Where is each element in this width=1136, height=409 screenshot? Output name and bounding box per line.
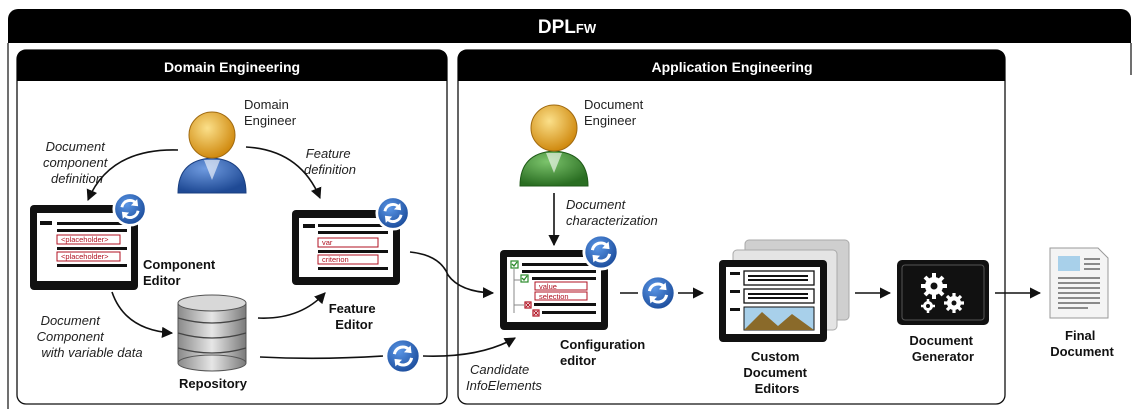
feature-editor-icon: var criterion [292,195,411,285]
framework-frame: DPLFW [7,9,1132,409]
arrow-candidate-to-configuration-editor [422,337,516,357]
arrow-component-editor-to-repository [111,291,174,338]
application-engineering-panel: Application Engineering [457,49,1006,405]
domain-engineering-panel: Domain Engineering [16,49,448,405]
configuration-editor-label: Configuration editor [560,337,649,368]
document-generator-label: Document Generator [909,333,976,364]
candidate-refresh-icon [384,337,422,375]
feature-definition-label: Feature definition [304,146,356,177]
final-document-icon [1049,247,1109,319]
configuration-editor-icon: value selection [500,233,620,330]
domain-engineer-person-icon [177,111,247,194]
candidate-infoelements-label: Candidate InfoElements [466,362,542,393]
component-editor-label: Component Editor [143,257,219,288]
component-editor-refresh-icon [112,191,148,227]
feature-editor-refresh-icon [375,195,411,231]
final-document-label: Final Document [1050,328,1114,359]
repository-database-icon [177,294,247,372]
doc-characterization-label: Document characterization [566,197,658,228]
custom-document-editors-icon [719,239,850,342]
selection-text: selection [539,292,569,301]
feature-editor-label: Feature Editor [329,301,380,332]
custom-document-editors-label: Custom Document Editors [743,349,810,396]
value-text: value [539,282,557,291]
doc-component-variable-label: Document Component with variable data [37,313,143,360]
placeholder-text-1: <placeholder> [61,235,109,244]
component-editor-icon: <placeholder> <placeholder> [30,191,148,290]
configuration-editor-refresh-icon [582,233,620,271]
repository-label: Repository [179,376,248,391]
arrow-feature-editor-to-configuration-editor [409,251,495,299]
arrow-engineer-to-component-editor [86,149,179,202]
arrow-engineer-to-feature-editor [245,146,322,200]
domain-engineer-label: Domain Engineer [244,97,297,128]
doc-component-definition-label: Document component definition [43,139,111,186]
arrow-repository-to-candidate [259,355,384,360]
domain-panel-title: Domain Engineering [164,59,300,75]
framework-title: DPLFW [538,17,597,38]
var-text: var [322,238,333,247]
criterion-text: criterion [322,255,349,264]
application-panel-title: Application Engineering [651,59,812,75]
arrow-repository-to-feature-editor [257,292,326,319]
custom-editors-refresh-icon [639,274,677,312]
document-engineer-person-icon [519,104,589,187]
document-engineer-label: Document Engineer [584,97,647,128]
document-generator-gears-icon [897,260,989,325]
placeholder-text-2: <placeholder> [61,252,109,261]
